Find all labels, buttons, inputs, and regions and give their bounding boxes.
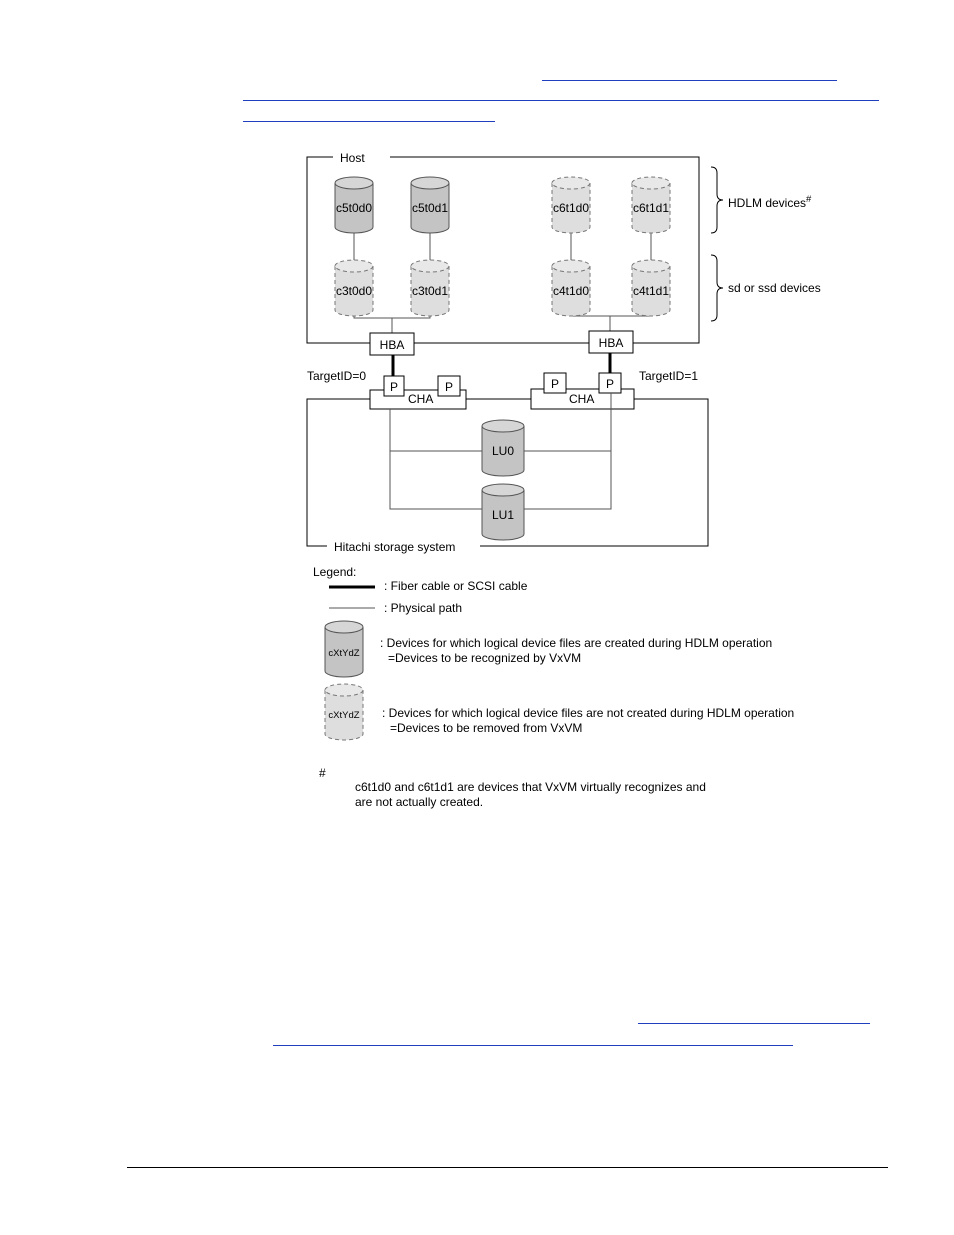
sd-devices-brace	[710, 254, 724, 322]
legend-physical-text: : Physical path	[384, 601, 462, 615]
device-label: c3t0d0	[336, 284, 372, 298]
hdlm-device-c6t1d0: c6t1d0	[551, 176, 591, 234]
device-label: c4t1d0	[553, 284, 589, 298]
cha-left: CHA P P	[369, 375, 467, 410]
note-line1: c6t1d0 and c6t1d1 are devices that VxVM …	[355, 780, 706, 794]
sd-device-c3t0d0: c3t0d0	[334, 259, 374, 317]
hdlm-devices-brace	[710, 166, 724, 234]
lu1-label: LU1	[492, 508, 514, 522]
note-mark: #	[319, 766, 326, 780]
port-left-1	[383, 375, 405, 397]
link-underline-2[interactable]	[243, 100, 879, 101]
target-right-label: TargetID=1	[639, 369, 698, 383]
sd-device-c4t1d0: c4t1d0	[551, 259, 591, 317]
note-line2: are not actually created.	[355, 795, 483, 809]
legend-not-created-line1: : Devices for which logical device files…	[382, 706, 794, 720]
legend-solid-device-icon: cXtYdZ	[324, 620, 364, 678]
cha-right-label: CHA	[569, 392, 594, 406]
storage-physical-paths	[389, 393, 612, 510]
link-underline-1[interactable]	[542, 80, 837, 81]
sd-device-c4t1d1: c4t1d1	[631, 259, 671, 317]
storage-label: Hitachi storage system	[334, 540, 455, 554]
device-label: c6t1d0	[553, 201, 589, 215]
lu0-label: LU0	[492, 444, 514, 458]
legend-created-line2: =Devices to be recognized by VxVM	[388, 651, 581, 665]
hba-left-label: HBA	[380, 338, 405, 352]
port-left-2-label: P	[445, 380, 453, 394]
sd-devices-label: sd or ssd devices	[728, 281, 821, 295]
port-right-2-label: P	[606, 377, 614, 391]
storage-box: Hitachi storage system	[306, 398, 709, 554]
hdlm-device-c6t1d1: c6t1d1	[631, 176, 671, 234]
link-underline-3[interactable]	[243, 121, 495, 122]
hba-right: HBA	[588, 330, 634, 354]
device-label: c3t0d1	[412, 284, 448, 298]
hdlm-device-c5t0d0: c5t0d0	[334, 176, 374, 234]
footer-rule	[127, 1167, 888, 1168]
cha-right: CHA P P	[530, 372, 635, 410]
port-left-1-label: P	[390, 380, 398, 394]
host-box: Host	[306, 151, 700, 344]
device-label: c6t1d1	[633, 201, 669, 215]
device-label: c5t0d1	[412, 201, 448, 215]
sd-device-c3t0d1: c3t0d1	[410, 259, 450, 317]
device-label: c5t0d0	[336, 201, 372, 215]
legend-created-line1: : Devices for which logical device files…	[380, 636, 772, 650]
device-links	[353, 229, 652, 264]
legend-fiber-text: : Fiber cable or SCSI cable	[384, 579, 528, 593]
device-label: c4t1d1	[633, 284, 669, 298]
port-right-1	[543, 372, 567, 394]
hdlm-devices-label: HDLM devices#	[728, 194, 812, 210]
host-label: Host	[340, 151, 365, 165]
port-right-2	[598, 372, 622, 394]
hdlm-device-c5t0d1: c5t0d1	[410, 176, 450, 234]
lu0: LU0	[481, 419, 525, 477]
hdlm-devices-mark: #	[806, 194, 812, 205]
lu1: LU1	[481, 483, 525, 541]
cha-left-label: CHA	[408, 392, 433, 406]
legend-dashed-device-label: cXtYdZ	[328, 710, 359, 721]
legend-dashed-device-icon: cXtYdZ	[324, 683, 364, 741]
port-right-1-label: P	[551, 377, 559, 391]
legend-not-created-line2: =Devices to be removed from VxVM	[390, 721, 582, 735]
port-left-2	[437, 375, 461, 397]
target-left-label: TargetID=0	[307, 369, 366, 383]
link-underline-4[interactable]	[638, 1023, 870, 1024]
legend-solid-device-label: cXtYdZ	[328, 648, 359, 659]
fiber-cables	[391, 353, 612, 376]
link-underline-5[interactable]	[273, 1045, 793, 1046]
hba-left: HBA	[369, 332, 415, 356]
hba-right-label: HBA	[599, 336, 624, 350]
device-to-hba-links	[353, 310, 652, 333]
legend-title: Legend:	[313, 565, 356, 579]
